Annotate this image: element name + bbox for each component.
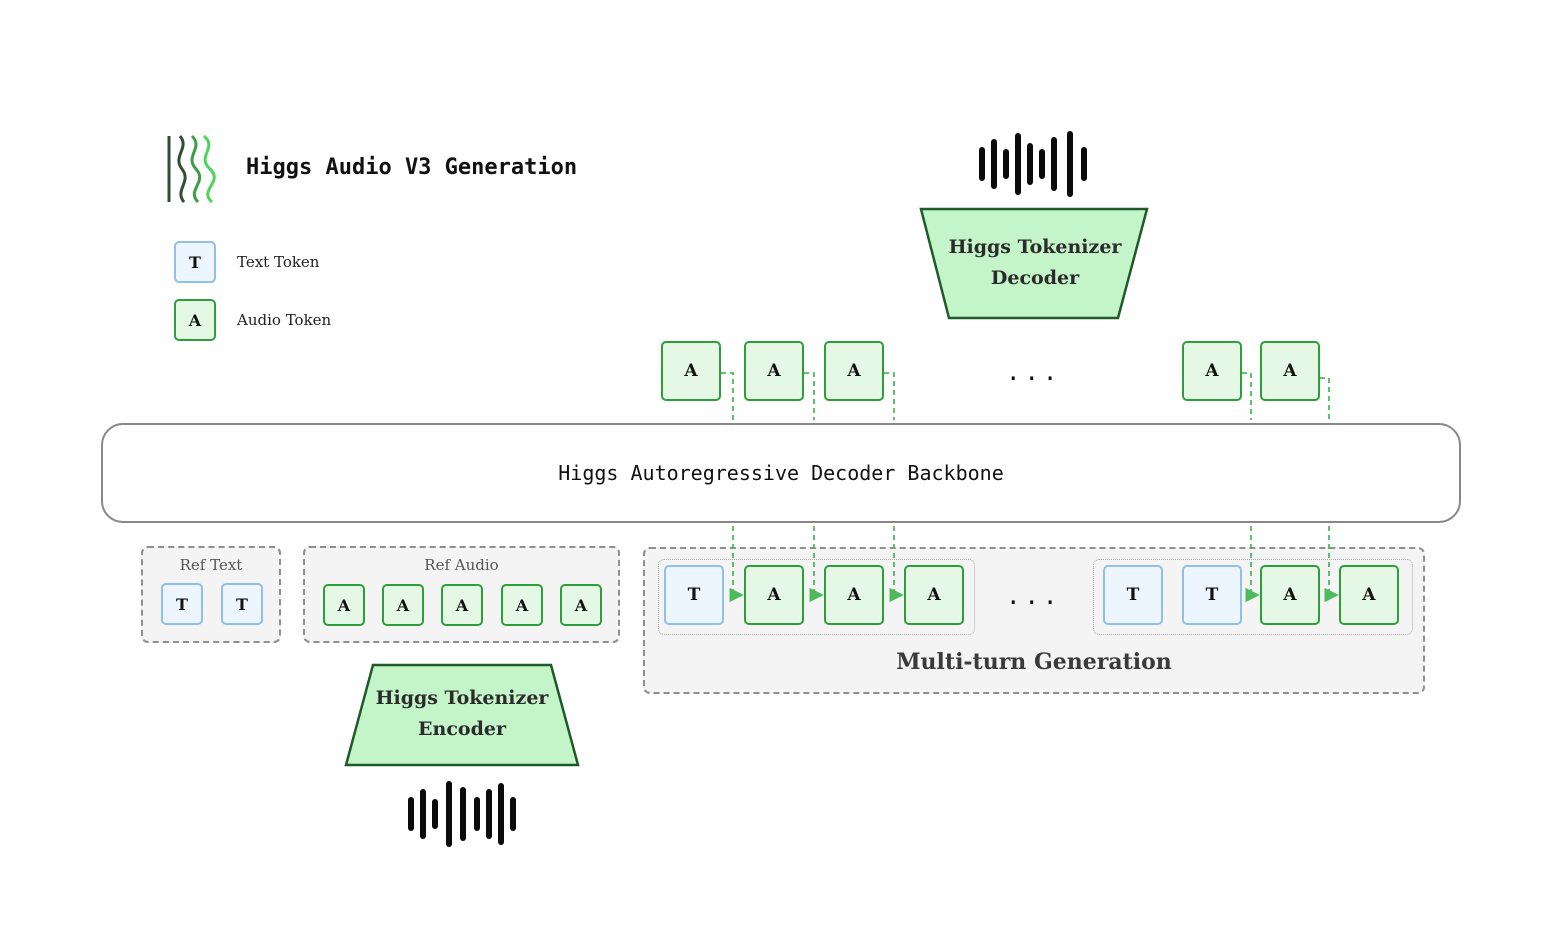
ref-text-token: T <box>221 583 263 625</box>
output-waveform-icon <box>979 131 1087 197</box>
diagram-title: Higgs Audio V3 Generation <box>246 155 578 180</box>
ref-text-label: Ref Text <box>179 556 243 574</box>
output-audio-token: A <box>661 341 721 401</box>
ref-audio-group: Ref Audio A A A A A <box>303 546 620 643</box>
tokenizer-decoder-label: Higgs Tokenizer Decoder <box>948 236 1122 289</box>
output-audio-token: A <box>1182 341 1242 401</box>
turn-2-audio-token: A <box>1339 565 1399 625</box>
turn-2-audio-token: A <box>1260 565 1320 625</box>
ref-audio-token: A <box>382 584 424 626</box>
tokenizer-encoder-label: Higgs Tokenizer Encoder <box>375 687 549 740</box>
ref-text-token: T <box>161 583 203 625</box>
legend-text-token-icon: T <box>174 241 216 283</box>
legend-audio-token-icon: A <box>174 299 216 341</box>
higgs-logo-icon <box>167 134 216 204</box>
ref-text-group: Ref Text T T <box>141 546 281 643</box>
tokenizer-decoder-block <box>919 207 1149 320</box>
ref-audio-label: Ref Audio <box>424 556 499 574</box>
turn-1-audio-token: A <box>824 565 884 625</box>
turn-2-text-token: T <box>1103 565 1163 625</box>
turn-1-audio-token: A <box>904 565 964 625</box>
input-waveform-icon <box>408 781 516 847</box>
turn-1-audio-token: A <box>744 565 804 625</box>
legend-audio-token-label: Audio Token <box>237 311 332 329</box>
ref-audio-token: A <box>560 584 602 626</box>
decoder-backbone-label: Higgs Autoregressive Decoder Backbone <box>558 461 1004 485</box>
tokenizer-encoder-block <box>344 663 580 767</box>
output-audio-token: A <box>1260 341 1320 401</box>
ref-audio-token: A <box>441 584 483 626</box>
output-audio-token: A <box>824 341 884 401</box>
multi-turn-label: Multi-turn Generation <box>896 649 1172 675</box>
ref-audio-token: A <box>501 584 543 626</box>
turn-1-text-token: T <box>664 565 724 625</box>
ref-audio-token: A <box>323 584 365 626</box>
multi-turn-ellipsis: ... <box>1006 582 1062 610</box>
decoder-backbone: Higgs Autoregressive Decoder Backbone <box>101 423 1461 523</box>
turn-2-text-token: T <box>1182 565 1242 625</box>
output-ellipsis: ... <box>1006 358 1062 386</box>
legend-text-token-label: Text Token <box>237 253 320 271</box>
output-audio-token: A <box>744 341 804 401</box>
